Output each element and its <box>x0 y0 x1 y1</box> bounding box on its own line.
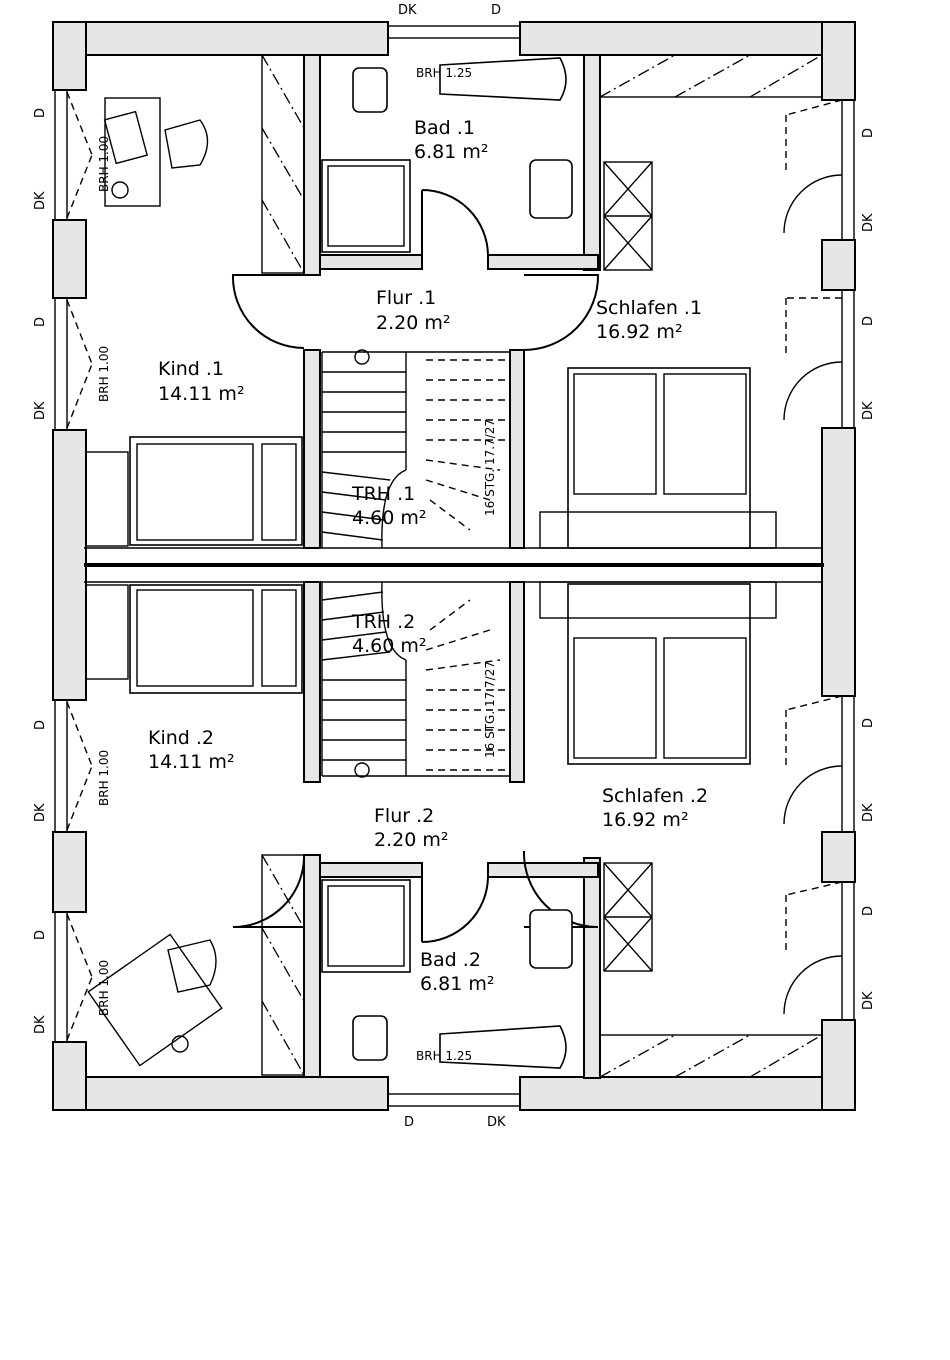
brh-label: BRH 1.00 <box>97 750 111 806</box>
room-name-schlafen2: Schlafen .2 <box>602 785 708 807</box>
brh-label: BRH 1.00 <box>97 136 111 192</box>
room-name-flur2: Flur .2 <box>374 805 434 827</box>
room-area-trh2: 4.60 m² <box>352 635 426 657</box>
room-area-flur2: 2.20 m² <box>374 829 448 851</box>
window-label: DK <box>487 1115 506 1130</box>
window-label: DK <box>861 803 876 822</box>
brh-label: BRH 1.25 <box>416 1049 472 1063</box>
room-area-flur1: 2.20 m² <box>376 312 450 334</box>
outer-walls <box>52 21 856 1111</box>
window-label: D <box>33 317 48 327</box>
window-label: D <box>861 128 876 138</box>
room-area-schlafen1: 16.92 m² <box>596 321 683 343</box>
room-name-flur1: Flur .1 <box>376 287 436 309</box>
window-label: D <box>491 3 501 18</box>
window-labels: DK D D DK D DK D DK D DK D DK D DK D DK … <box>33 3 876 1130</box>
stair-label: 16 STG. 17.7/27 <box>483 419 497 516</box>
brh-label: BRH 1.00 <box>97 960 111 1016</box>
brh-labels: BRH 1.00 BRH 1.00 BRH 1.00 BRH 1.00 BRH … <box>97 66 472 1063</box>
window-label: D <box>404 1115 414 1130</box>
windows <box>54 25 855 1107</box>
room-name-kind2: Kind .2 <box>148 727 214 749</box>
stair-label: 16 STG. 17.7/27 <box>483 661 497 758</box>
room-name-bad2: Bad .2 <box>420 949 481 971</box>
room-name-schlafen1: Schlafen .1 <box>596 297 702 319</box>
stairs <box>321 349 510 778</box>
window-swings <box>783 174 843 1015</box>
room-name-kind1: Kind .1 <box>158 358 224 380</box>
room-area-schlafen2: 16.92 m² <box>602 809 689 831</box>
room-name-trh2: TRH .2 <box>351 611 415 633</box>
room-area-trh1: 4.60 m² <box>352 507 426 529</box>
window-label: DK <box>33 1015 48 1034</box>
window-label: D <box>33 930 48 940</box>
room-name-trh1: TRH .1 <box>351 483 415 505</box>
brh-label: BRH 1.25 <box>416 66 472 80</box>
room-area-bad1: 6.81 m² <box>414 141 488 163</box>
window-label: DK <box>861 213 876 232</box>
beds <box>85 367 777 765</box>
room-labels: Bad .1 6.81 m² Flur .1 2.20 m² Schlafen … <box>148 117 708 995</box>
room-area-kind1: 14.11 m² <box>158 383 245 405</box>
window-label: DK <box>33 401 48 420</box>
stair-labels: 16 STG. 17.7/27 16 STG. 17.7/27 <box>483 419 497 758</box>
window-label: DK <box>861 991 876 1010</box>
window-label: D <box>33 720 48 730</box>
brh-label: BRH 1.00 <box>97 346 111 402</box>
window-label: DK <box>33 803 48 822</box>
window-label: DK <box>33 191 48 210</box>
bath-fixtures <box>321 57 573 1069</box>
interior-walls <box>84 54 824 1079</box>
room-area-bad2: 6.81 m² <box>420 973 494 995</box>
room-name-bad1: Bad .1 <box>414 117 475 139</box>
desks <box>87 97 223 1067</box>
window-label: D <box>33 108 48 118</box>
doors <box>231 189 600 943</box>
window-label: D <box>861 718 876 728</box>
window-label: DK <box>861 401 876 420</box>
window-label: D <box>861 316 876 326</box>
window-label: D <box>861 906 876 916</box>
window-label: DK <box>398 3 417 18</box>
wardrobes <box>261 54 823 1078</box>
room-area-kind2: 14.11 m² <box>148 751 235 773</box>
